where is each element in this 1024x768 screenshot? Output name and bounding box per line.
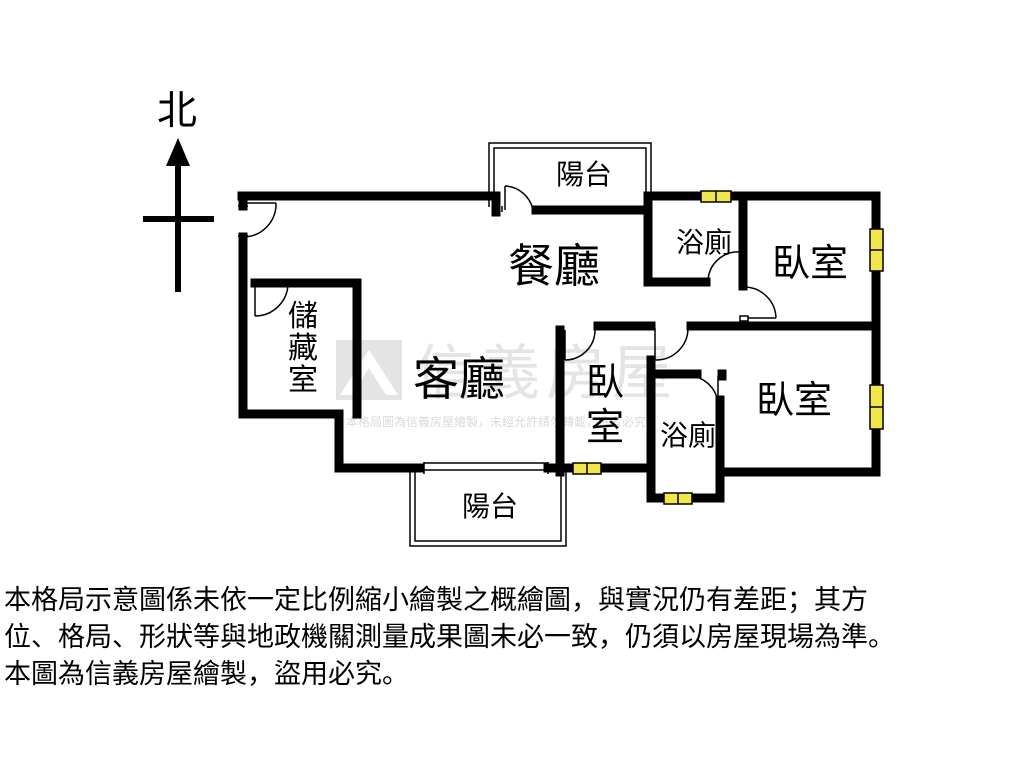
balcony-bottom — [409, 468, 567, 547]
room-label-storage: 儲藏室 — [288, 299, 318, 398]
watermark-logo-icon — [336, 340, 402, 400]
disclaimer-line: 本圖為信義房屋繪製，盜用必究。 — [4, 659, 409, 690]
room-label-bath-top: 浴廁 — [676, 226, 732, 259]
door-swings — [238, 185, 777, 405]
windows — [572, 190, 884, 505]
window-bath-top — [700, 190, 732, 203]
north-compass-icon — [143, 138, 214, 292]
disclaimer-line: 本格局示意圖係未依一定比例縮小繪製之概繪圖，與實況仍有差距；其方 — [4, 585, 868, 616]
watermark: 信義房屋 本格局圖為信義房屋繪製，未經允許請勿轉載，違者必究 — [336, 339, 678, 429]
room-label-bath-bottom: 浴廁 — [660, 419, 716, 452]
room-label-living: 客廳 — [413, 352, 505, 406]
room-label-bedroom-right-bottom: 臥室 — [756, 378, 832, 422]
floor-plan: 信義房屋 本格局圖為信義房屋繪製，未經允許請勿轉載，違者必究 北 — [143, 88, 884, 547]
watermark-brand: 信義房屋 — [414, 339, 678, 409]
north-label: 北 — [157, 88, 197, 134]
room-label-bedroom-small: 臥室 — [586, 360, 624, 449]
window-small-bedroom — [572, 462, 602, 475]
room-label-balcony-top: 陽台 — [556, 158, 612, 191]
room-label-balcony-bottom: 陽台 — [462, 490, 518, 523]
disclaimer-line: 位、格局、形狀等與地政機關測量成果圖未必一致，仍須以房屋現場為準。 — [4, 622, 895, 653]
watermark-notice: 本格局圖為信義房屋繪製，未經允許請勿轉載，違者必究 — [346, 414, 646, 429]
balcony-top — [488, 142, 652, 207]
disclaimer: 本格局示意圖係未依一定比例縮小繪製之概繪圖，與實況仍有差距；其方 位、格局、形狀… — [4, 582, 1022, 693]
room-label-dining: 餐廳 — [508, 239, 600, 293]
window-bath-bottom — [663, 492, 693, 505]
sliding-door-bottom-balcony — [423, 462, 549, 474]
room-label-bedroom-right-top: 臥室 — [772, 241, 848, 285]
window-bedroom-bottom — [869, 384, 884, 430]
window-bedroom-top — [869, 228, 884, 272]
